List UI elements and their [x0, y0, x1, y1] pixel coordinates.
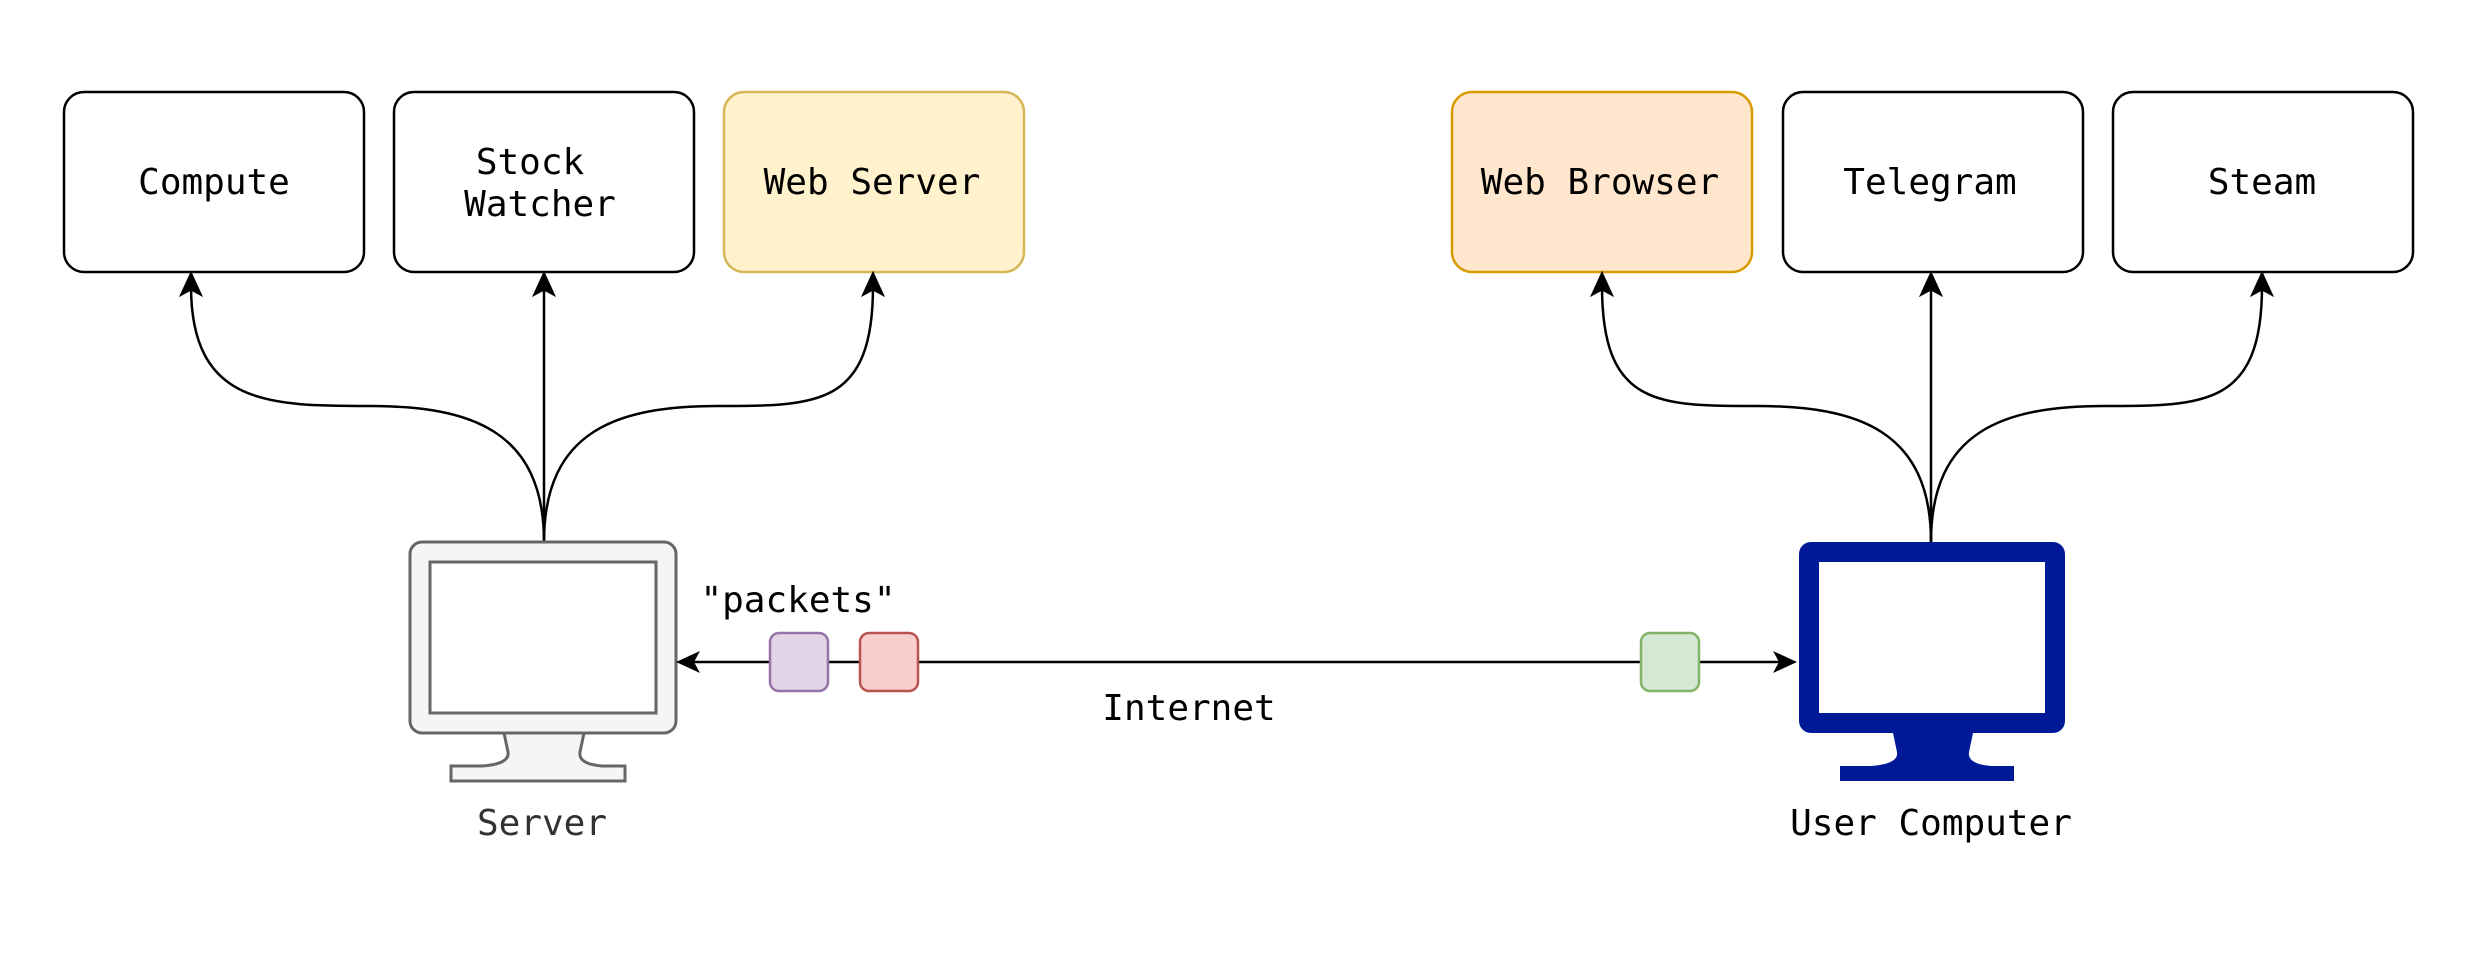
box-stock-watcher[interactable]: Stock Watcher — [392, 90, 696, 274]
arrowhead-to-user-computer — [1773, 651, 1797, 673]
server-connectors — [189, 285, 875, 543]
box-telegram-label: Telegram — [1843, 162, 2016, 203]
arrowhead-web-browser — [1589, 270, 1615, 298]
arrowhead-compute — [178, 270, 204, 298]
box-compute[interactable]: Compute — [62, 90, 366, 274]
server-label: Server — [477, 803, 607, 844]
user-monitor-stand — [1840, 733, 2014, 781]
packet-red[interactable] — [858, 631, 920, 693]
internet-link — [676, 651, 1797, 673]
user-connector-arrows — [1589, 270, 2275, 298]
box-web-browser-label: Web Browser — [1481, 162, 1719, 203]
internet-label: Internet — [1102, 688, 1275, 729]
server-monitor-screen — [428, 560, 658, 715]
box-web-server[interactable]: Web Server — [722, 90, 1026, 274]
connector-user-steam — [1929, 285, 2264, 543]
arrowhead-telegram — [1918, 270, 1944, 298]
box-web-server-label: Web Server — [764, 162, 981, 203]
packets-label: "packets" — [700, 580, 895, 621]
packet-purple[interactable] — [768, 631, 830, 693]
user-connectors — [1600, 285, 2264, 543]
box-web-browser[interactable]: Web Browser — [1450, 90, 1754, 274]
user-computer-label: User Computer — [1790, 803, 2072, 844]
box-stock-watcher-label-line2: Watcher — [464, 184, 616, 225]
box-compute-label: Compute — [138, 162, 290, 203]
connector-server-web-server — [542, 285, 875, 543]
arrowhead-steam — [2249, 270, 2275, 298]
box-stock-watcher-label-line1: Stock — [476, 142, 585, 183]
box-steam-label: Steam — [2208, 162, 2316, 203]
server-connector-arrows — [178, 270, 886, 298]
box-steam[interactable]: Steam — [2111, 90, 2415, 274]
user-monitor-screen — [1819, 562, 2045, 713]
arrowhead-to-server — [676, 651, 700, 673]
arrowhead-web-server — [860, 270, 886, 298]
connector-user-web-browser — [1600, 285, 1933, 543]
arrowhead-stock-watcher — [531, 270, 557, 298]
user-computer-icon[interactable] — [1799, 542, 2065, 781]
server-computer-icon[interactable] — [408, 540, 678, 783]
connector-server-compute — [189, 285, 546, 543]
box-telegram[interactable]: Telegram — [1781, 90, 2085, 274]
packet-green[interactable] — [1639, 631, 1701, 693]
server-monitor-stand — [449, 731, 627, 783]
